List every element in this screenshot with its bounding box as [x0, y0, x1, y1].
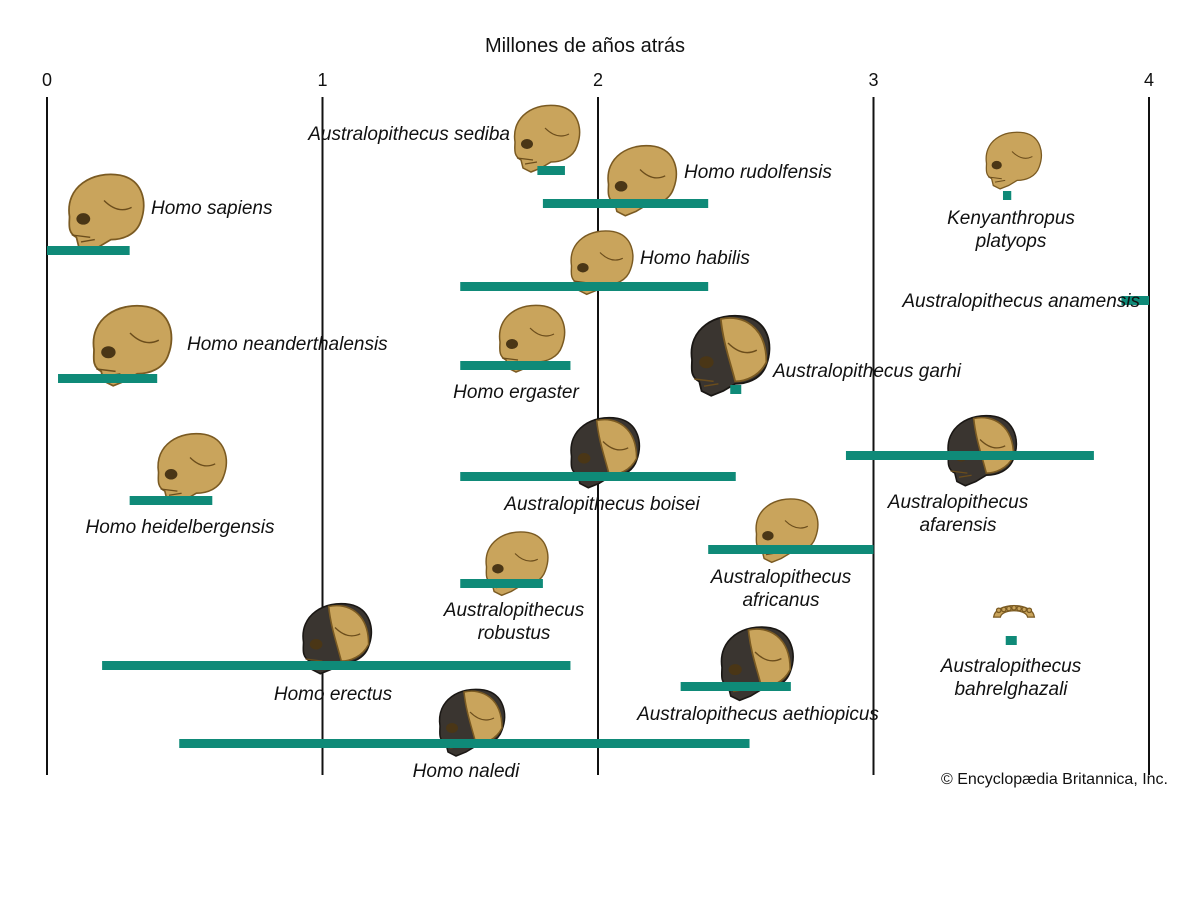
- species-label: Kenyanthropus: [947, 208, 1075, 229]
- species-label: Homo erectus: [274, 684, 393, 705]
- skull-image: [992, 604, 1036, 618]
- skull-image: [157, 432, 228, 505]
- species-label: africanus: [742, 590, 820, 611]
- skull-image: [570, 416, 641, 489]
- species-label: Homo naledi: [413, 761, 520, 782]
- species-label: Homo sapiens: [151, 198, 273, 219]
- species-label: Australopithecus: [940, 656, 1082, 677]
- species-label: Australopithecus: [710, 567, 852, 588]
- range-bar: [47, 246, 130, 255]
- range-bar: [1002, 191, 1012, 200]
- species-label: robustus: [478, 623, 551, 644]
- range-bar: [460, 282, 709, 291]
- range-bar: [845, 451, 1094, 460]
- range-bar: [537, 166, 565, 175]
- x-tick-label: 0: [42, 70, 52, 90]
- credit-text: © Encyclopædia Britannica, Inc.: [941, 771, 1168, 788]
- range-bar: [542, 199, 709, 208]
- x-tick-label: 1: [317, 70, 327, 90]
- skull-image: [947, 414, 1018, 487]
- species-label: Australopithecus: [443, 600, 585, 621]
- skull-image: [68, 173, 145, 253]
- skull-image: [513, 104, 581, 173]
- species-label: bahrelghazali: [954, 679, 1068, 700]
- species-label: Homo heidelbergensis: [85, 517, 275, 538]
- x-axis: 0 1 2 3 4: [42, 70, 1154, 90]
- species-label: platyops: [975, 231, 1047, 252]
- range-bar: [460, 361, 571, 370]
- species-label: Homo ergaster: [453, 382, 579, 403]
- range-bar: [1005, 636, 1017, 645]
- skull-image: [498, 304, 566, 373]
- range-bar: [708, 545, 874, 554]
- range-bar: [460, 472, 736, 481]
- x-tick-label: 2: [593, 70, 603, 90]
- range-bar: [102, 661, 571, 670]
- skull-image: [570, 230, 634, 296]
- range-bars: [47, 166, 1149, 748]
- range-bar: [680, 682, 791, 691]
- species-label: Homo neanderthalensis: [187, 334, 388, 355]
- species-label: afarensis: [919, 515, 997, 536]
- axis-title: Millones de años atrás: [485, 35, 685, 57]
- species-label: Australopithecus aethiopicus: [636, 704, 879, 725]
- species-label: Australopithecus anamensis: [901, 291, 1140, 312]
- skull-image: [302, 602, 373, 675]
- range-bar: [129, 496, 213, 505]
- range-bar: [730, 385, 742, 394]
- x-tick-label: 4: [1144, 70, 1154, 90]
- skull-image: [92, 304, 173, 387]
- x-tick-label: 3: [868, 70, 878, 90]
- species-label: Australopithecus garhi: [772, 361, 962, 382]
- range-bar: [1121, 296, 1149, 305]
- skull-image: [985, 131, 1042, 190]
- range-bar: [58, 374, 158, 383]
- range-bar: [179, 739, 750, 748]
- skull-image: [690, 314, 771, 397]
- species-label: Homo habilis: [640, 248, 750, 269]
- species-label: Australopithecus boisei: [503, 494, 700, 515]
- range-bar: [460, 579, 543, 588]
- species-label: Australopithecus sediba: [307, 124, 510, 145]
- species-label: Homo rudolfensis: [684, 162, 832, 183]
- species-label: Australopithecus: [887, 492, 1029, 513]
